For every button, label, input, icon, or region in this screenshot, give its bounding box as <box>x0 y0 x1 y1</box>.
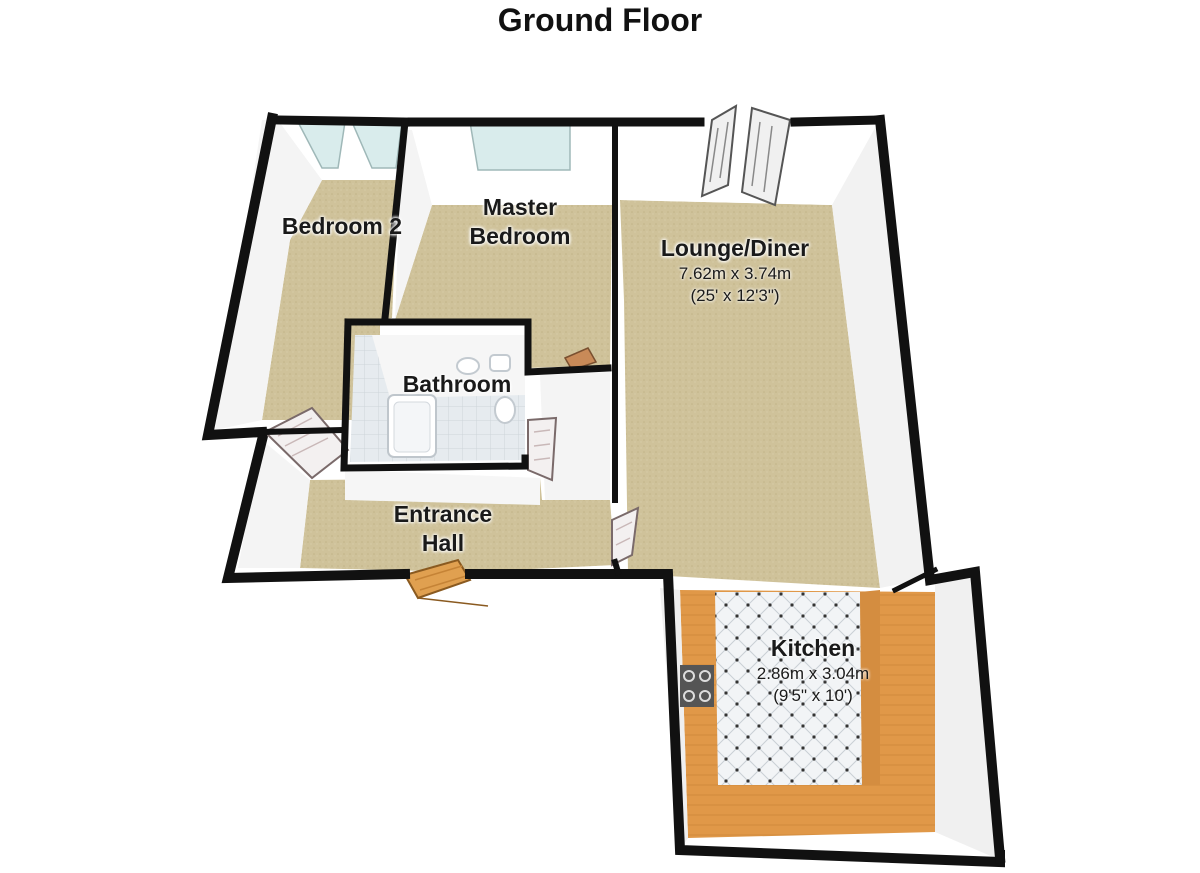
lounge-diner-label: Lounge/Diner 7.62m x 3.74m (25' x 12'3") <box>620 234 850 307</box>
french-doors-icon <box>700 104 792 207</box>
lounge-diner-metric: 7.62m x 3.74m <box>678 264 792 283</box>
bathroom-name: Bathroom <box>402 371 512 397</box>
entrance-hall-name-1: Entrance <box>393 501 493 527</box>
lounge-diner-name: Lounge/Diner <box>660 235 810 261</box>
bathroom-room <box>350 335 525 462</box>
entrance-hall-name-2: Hall <box>421 530 465 556</box>
kitchen-imperial: (9'5" x 10') <box>773 686 853 705</box>
door-bathroom-icon <box>527 416 558 482</box>
door-master-bedroom-icon <box>563 347 598 371</box>
lounge-diner-room <box>620 125 930 588</box>
bedroom-2-label: Bedroom 2 <box>262 212 422 241</box>
kitchen-name: Kitchen <box>770 635 856 661</box>
bathroom-label: Bathroom <box>382 370 532 399</box>
entrance-hall-room <box>238 372 615 572</box>
window-master-bedroom-icon <box>469 121 571 171</box>
kitchen-room <box>660 570 1000 860</box>
entrance-hall-label: Entrance Hall <box>368 500 518 558</box>
front-door-icon <box>403 558 489 607</box>
master-bedroom-label: Master Bedroom <box>440 193 600 251</box>
floor-title: Ground Floor <box>497 2 703 38</box>
walls <box>201 112 1006 868</box>
door-lounge-icon <box>611 506 640 567</box>
toilet-icon <box>494 396 516 424</box>
kitchen-metric: 2.86m x 3.04m <box>756 664 870 683</box>
kitchen-label: Kitchen 2.86m x 3.04m (9'5" x 10') <box>718 634 908 707</box>
lounge-diner-imperial: (25' x 12'3") <box>690 286 780 305</box>
master-bedroom-name-2: Bedroom <box>469 223 571 249</box>
hob-icon <box>680 665 714 707</box>
bedroom-2-name: Bedroom 2 <box>281 213 403 239</box>
toilet-cistern-icon <box>489 354 511 372</box>
basin-icon <box>456 357 480 375</box>
master-bedroom-name-1: Master <box>482 194 558 220</box>
